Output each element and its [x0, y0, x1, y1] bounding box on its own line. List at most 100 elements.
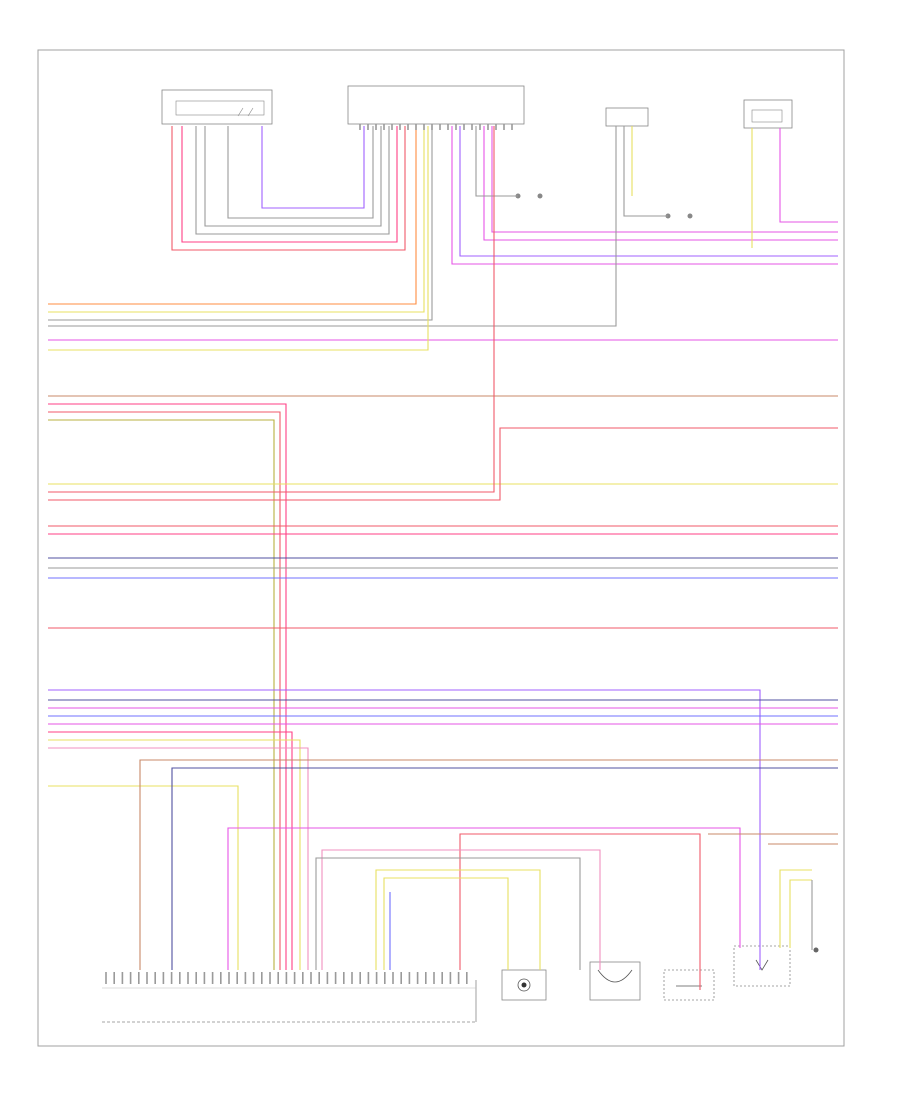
- component-s1: [501, 969, 547, 1001]
- connector-pin: [471, 124, 473, 130]
- connector-pin: [391, 124, 393, 130]
- connector-pin: [416, 972, 419, 984]
- wire-trace: [789, 879, 812, 948]
- wire-trace: [139, 759, 838, 970]
- wire-trace: [375, 869, 541, 970]
- connector-pin: [466, 972, 468, 984]
- connector-pin: [375, 124, 377, 130]
- wire-trace: [48, 126, 425, 313]
- wire-trace: [171, 126, 406, 251]
- wire-trace: [204, 126, 382, 227]
- connector-pin: [170, 972, 173, 984]
- wire-trace: [451, 126, 838, 265]
- connector-pin: [252, 972, 255, 984]
- connector-pin: [211, 972, 214, 984]
- connector-pin: [310, 972, 312, 984]
- pin-group: [105, 124, 513, 984]
- wire-trace: [623, 126, 668, 217]
- connector-pin: [415, 124, 417, 130]
- connector-pin: [439, 124, 441, 130]
- connector-pin: [487, 124, 489, 130]
- component-s5: [813, 947, 819, 953]
- connector-pin: [511, 124, 513, 130]
- connector-pin: [400, 972, 402, 984]
- connector-pin: [121, 972, 124, 984]
- connector-pin: [285, 972, 288, 984]
- connector-pin: [351, 972, 353, 984]
- wire-trace: [227, 126, 374, 219]
- wire-trace: [181, 126, 398, 243]
- component-c2: [347, 85, 525, 125]
- wire-trace: [483, 126, 838, 241]
- connector-pin: [277, 972, 279, 984]
- connector-pin: [367, 972, 370, 984]
- connector-pin: [441, 972, 443, 984]
- connector-pin: [431, 124, 433, 130]
- wire-trace: [475, 126, 518, 197]
- component-c1: [161, 89, 273, 125]
- wire-trace: [491, 126, 838, 233]
- connector-pin: [495, 124, 497, 130]
- connector-pin: [220, 972, 222, 984]
- wire-trace: [171, 767, 838, 970]
- connector-pin: [129, 972, 132, 984]
- connector-pin: [162, 972, 165, 984]
- connector-pin: [479, 124, 481, 130]
- connector-pin: [425, 972, 427, 984]
- connector-pin: [138, 972, 140, 984]
- wire-trace: [227, 827, 741, 970]
- component-s3: [663, 969, 715, 1001]
- wire-trace: [459, 126, 838, 257]
- connector-pin: [113, 972, 115, 984]
- connector-pin: [408, 972, 411, 984]
- wire-trace: [48, 689, 761, 970]
- connector-pin: [503, 124, 505, 130]
- component-c4: [743, 99, 793, 129]
- wire-trace: [195, 126, 390, 235]
- component-ecm: [102, 980, 477, 1023]
- connector-pin: [228, 972, 230, 984]
- connector-pin: [179, 972, 181, 984]
- wire-trace: [48, 785, 239, 970]
- connector-pin: [359, 124, 361, 130]
- connector-pin: [343, 972, 345, 984]
- connector-pin: [457, 972, 460, 984]
- wire-trace: [383, 877, 509, 970]
- connector-pin: [384, 972, 386, 984]
- connector-pin: [261, 972, 263, 984]
- connector-pin: [302, 972, 304, 984]
- wire-group: [48, 126, 838, 990]
- connector-pin: [154, 972, 156, 984]
- wire-trace: [321, 849, 601, 970]
- connector-pin: [399, 124, 401, 130]
- diagram-frame: [37, 49, 845, 1047]
- connector-pin: [423, 124, 425, 130]
- component-s4: [733, 945, 791, 987]
- connector-pin: [195, 972, 197, 984]
- wire-trace: [48, 403, 287, 970]
- wire-trace: [779, 869, 812, 948]
- connector-pin: [383, 124, 385, 130]
- wire-trace: [48, 731, 293, 970]
- wire-trace: [48, 126, 617, 327]
- connector-pin: [269, 972, 271, 984]
- connector-pin: [146, 972, 148, 984]
- wire-trace: [48, 411, 281, 970]
- wire-trace: [315, 857, 581, 970]
- connector-pin: [433, 972, 435, 984]
- connector-pin: [449, 972, 452, 984]
- wire-trace: [779, 128, 838, 223]
- component-s2: [589, 961, 641, 1001]
- connector-pin: [326, 972, 329, 984]
- wire-trace: [48, 427, 506, 501]
- connector-pin: [203, 972, 206, 984]
- wire-trace: [48, 126, 417, 305]
- connector-pin: [105, 972, 107, 984]
- wire-trace: [48, 739, 301, 970]
- component-c3: [605, 107, 649, 127]
- connector-pin: [463, 124, 465, 130]
- connector-pin: [293, 972, 296, 984]
- connector-pin: [455, 124, 457, 130]
- connector-pin: [392, 972, 394, 984]
